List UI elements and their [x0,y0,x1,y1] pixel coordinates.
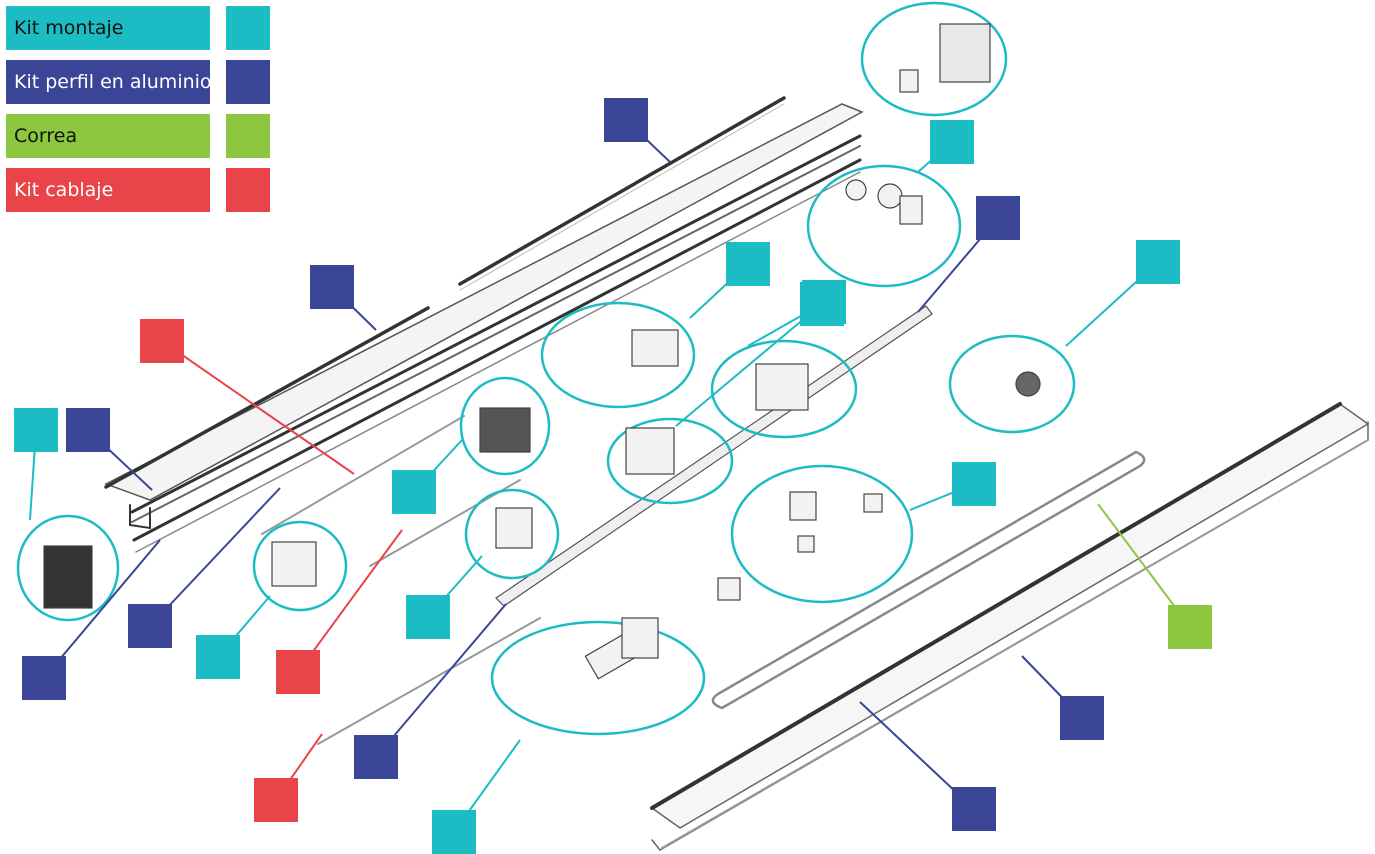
callout-square-kit_cablaje [254,778,298,822]
detail-circle-clamps [730,464,914,604]
upper-profile-rail-3 [132,158,862,542]
callout-square-kit_montaje [406,595,450,639]
callout-square-kit_montaje [1136,240,1180,284]
sketch-roller-set-3 [495,507,533,549]
cable-1 [261,415,465,535]
callout-square-kit_perfil [128,604,172,648]
lower-profile-body [650,403,1370,829]
upper-profile-rail-4 [135,171,861,553]
legend-swatch [226,114,270,158]
detail-circle-top [860,1,1008,117]
callout-square-kit_montaje [930,120,974,164]
callout-square-kit_montaje [392,470,436,514]
callout-square-kit_perfil [1060,696,1104,740]
sketch-power-box [271,541,317,587]
leader-line-kit_perfil [375,603,507,758]
upper-profile-end [129,504,151,530]
detail-circle-rollers-1 [710,339,858,439]
cable-2 [369,479,521,567]
legend-item-kit-cablaje: Kit cablaje [6,168,272,212]
callout-square-kit_montaje [432,810,476,854]
legend-label: Kit montaje [6,6,210,50]
legend-swatch [226,6,270,50]
callout-connectors [29,119,1191,833]
sketch-clamp-2 [863,493,883,513]
detail-circles [16,1,1076,736]
callout-square-kit_perfil [604,98,648,142]
sketch-roller-set-1 [755,363,809,411]
leader-line-kit_perfil [43,539,161,679]
dark-strip-left [104,306,430,489]
legend-label: Kit cablaje [6,168,210,212]
sketch-bracket-top [899,69,919,93]
detail-circle-pulley [948,334,1076,434]
belt-loop [711,450,1146,710]
sketch-clamp-3 [797,535,815,553]
callout-square-correa [1168,605,1212,649]
callout-square-kit_montaje [196,635,240,679]
sketch-cover-plate [43,545,93,609]
sketch-motor-gearbox [621,617,659,659]
sketch-plate-a [899,195,923,225]
sketch-pulley-c [1015,371,1041,397]
callout-square-kit_cablaje [140,319,184,363]
callout-square-kit_perfil [310,265,354,309]
sketch-roller-set-2 [625,427,675,475]
legend-swatch [226,60,270,104]
legend-item-correa: Correa [6,114,272,158]
callout-square-kit_perfil [66,408,110,452]
callout-square-kit_perfil [354,735,398,779]
sketch-clamp-1 [789,491,817,521]
callout-square-kit_cablaje [276,650,320,694]
sketch-board-top [939,23,991,83]
callout-squares [14,98,1212,854]
legend-label: Kit perfil en aluminio [6,60,210,104]
leader-line-kit_montaje [675,301,825,427]
detail-circle-motor [490,620,706,736]
callout-square-kit_montaje [726,242,770,286]
callout-square-kit_perfil [952,787,996,831]
middle-rail [495,305,933,607]
detail-circle-bracket [540,301,696,409]
sketch-clamp-4 [717,577,741,601]
detail-circle-cover [16,514,120,622]
part-sketches [43,23,1041,680]
detail-circle-rollers-3 [464,488,560,580]
legend-label: Correa [6,114,210,158]
detail-circle-control [459,376,551,476]
callout-square-kit_montaje [800,282,844,326]
legend-item-kit-montaje: Kit montaje [6,6,272,50]
cable-3 [317,617,541,745]
sketch-plate-bracket [631,329,679,367]
leader-line-kit_cablaje [161,340,355,475]
callout-square-kit_perfil [22,656,66,700]
leader-line-kit_cablaje [297,529,403,673]
leader-line-kit_perfil [149,487,281,627]
legend-swatch [226,168,270,212]
sketch-pulley-a [845,179,867,201]
lower-profile-rail-1 [650,402,1342,810]
callout-square-kit_perfil [976,196,1020,240]
detail-circle-power [252,520,348,612]
sketch-control-box [479,407,531,453]
detail-circle-rollers-2 [606,417,734,505]
upper-profile-top [104,103,864,501]
legend-item-kit-perfil: Kit perfil en aluminio [6,60,272,104]
thin-cover-strip [459,103,785,291]
dark-strip-right [458,96,786,286]
upper-profile-rail-2 [131,145,861,523]
callout-square-kit_montaje [14,408,58,452]
profiles-layer [104,96,1370,851]
callout-square-kit_montaje [952,462,996,506]
lower-profile-rail-2 [661,439,1369,849]
upper-profile-rail-1 [130,134,862,514]
sketch-pulley-b [877,183,903,209]
detail-circle-carriage [806,164,962,288]
